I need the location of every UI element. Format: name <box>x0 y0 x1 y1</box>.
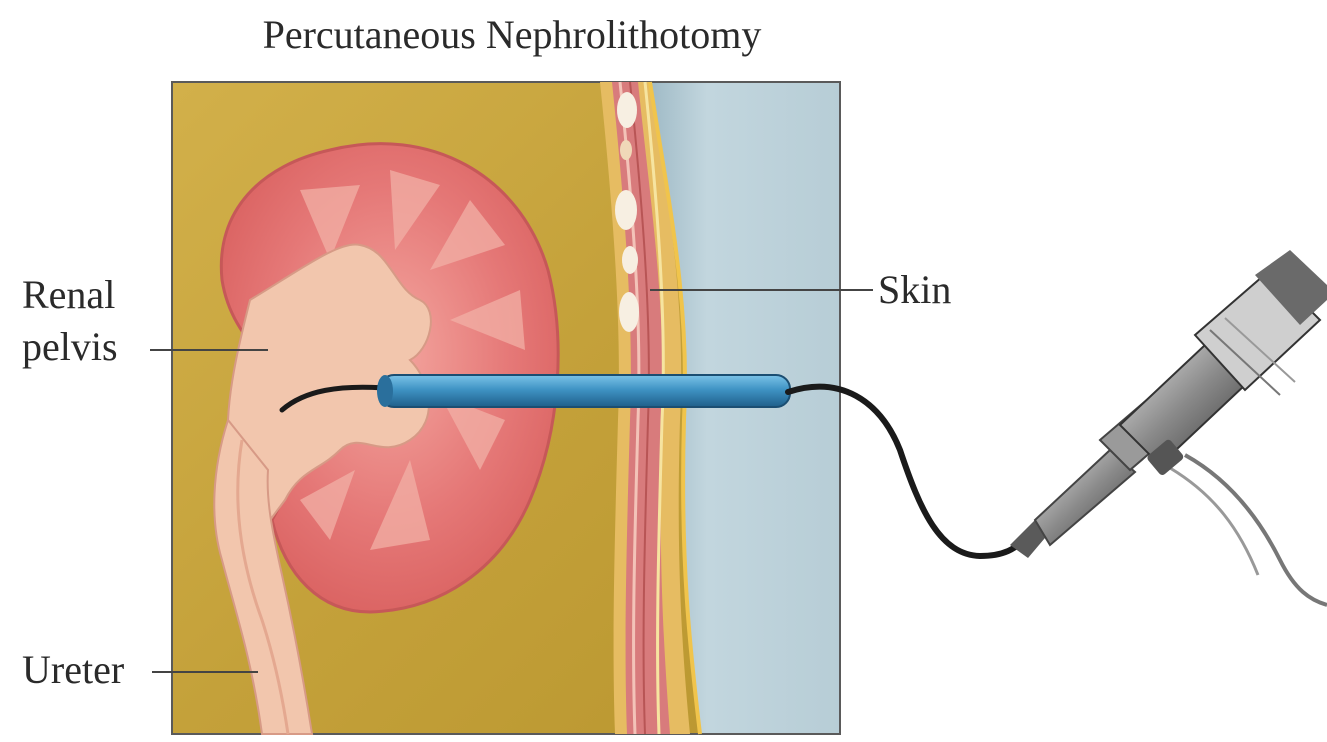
nephroscope-sheath <box>377 375 790 407</box>
label-ureter-text: Ureter <box>22 647 124 692</box>
nephroscope-handle <box>1010 250 1327 605</box>
label-renal-pelvis-line2: pelvis <box>22 324 118 369</box>
label-renal-pelvis-line1: Renal <box>22 272 115 317</box>
label-skin-text: Skin <box>878 267 951 312</box>
diagram-title: Percutaneous Nephrolithotomy <box>263 12 762 57</box>
anatomy-panel <box>172 82 840 734</box>
